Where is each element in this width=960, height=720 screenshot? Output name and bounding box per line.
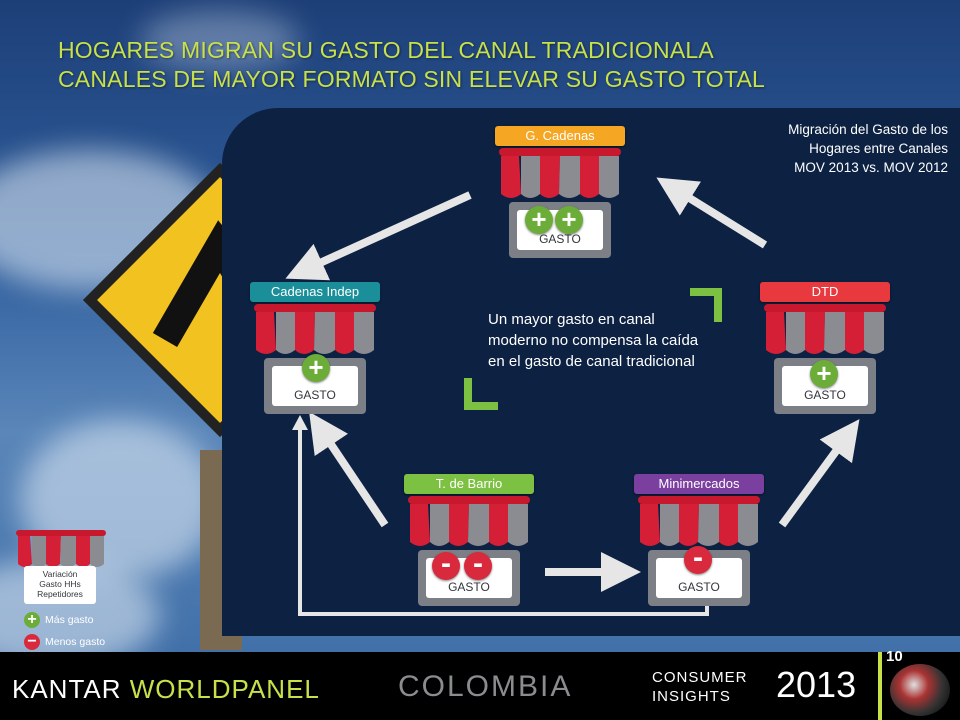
- arrow-mini-to-indep-loop: [298, 428, 709, 616]
- store-awning: [638, 496, 760, 546]
- store-label: DTD: [760, 282, 890, 302]
- plus-badge-icon: +: [302, 354, 330, 382]
- ci-line-1: CONSUMER: [652, 669, 748, 686]
- minus-badge-icon: -: [464, 549, 492, 580]
- year-label: 2013: [776, 664, 857, 705]
- legend-plate: Variación Gasto HHs Repetidores: [24, 566, 96, 604]
- legend-awning: [16, 530, 106, 567]
- callout-text: Un mayor gasto en canal moderno no compe…: [488, 311, 699, 370]
- brand-worldpanel: WORLDPANEL: [129, 674, 320, 704]
- legend: Variación Gasto HHs Repetidores + Más gas…: [10, 530, 120, 650]
- globe-icon: [890, 664, 950, 716]
- title-line-1: HOGARES MIGRAN SU GASTO DEL CANAL TRADIC…: [58, 37, 714, 63]
- store-awning: [254, 304, 376, 354]
- consumer-insights-label: CONSUMER INSIGHTS: [652, 668, 748, 706]
- chart-subtitle: Migración del Gasto de los Hogares entre…: [728, 120, 948, 177]
- plus-badge-icon: +: [525, 206, 553, 234]
- plus-badge-icon: +: [555, 206, 583, 234]
- store-0: G. Cadenas GASTO++: [495, 126, 625, 276]
- store-3: T. de Barrio GASTO--: [404, 474, 534, 624]
- store-label: G. Cadenas: [495, 126, 625, 146]
- store-awning: [499, 148, 621, 198]
- legend-plate-line-2: Gasto HHs: [39, 579, 81, 589]
- kantar-worldpanel-logo: KANTAR WORLDPANEL: [12, 674, 320, 705]
- store-1: Cadenas Indep GASTO+: [250, 282, 380, 432]
- footer-divider: [878, 652, 882, 720]
- subtitle-line-2: Hogares entre Canales: [809, 141, 948, 156]
- country-label: COLOMBIA: [398, 670, 573, 703]
- footer-bar: KANTAR WORLDPANEL COLOMBIA CONSUMER INSI…: [0, 652, 960, 720]
- legend-less: −Menos gasto: [24, 634, 105, 650]
- slide-title: HOGARES MIGRAN SU GASTO DEL CANAL TRADIC…: [58, 36, 918, 94]
- store-4: Minimercados GASTO-: [634, 474, 764, 624]
- legend-plate-line-3: Repetidores: [37, 589, 83, 599]
- arrow-barrio-to-indep: [309, 411, 389, 528]
- plus-badge-icon: +: [810, 360, 838, 388]
- minus-icon: −: [24, 634, 40, 650]
- page-number: 10: [886, 648, 903, 665]
- store-label: Minimercados: [634, 474, 764, 494]
- bracket-bottom-left: [464, 378, 498, 410]
- subtitle-line-3: MOV 2013 vs. MOV 2012: [794, 160, 948, 175]
- bracket-top-right: [690, 288, 722, 322]
- title-line-2: CANALES DE MAYOR FORMATO SIN ELEVAR SU G…: [58, 66, 765, 92]
- plus-icon: +: [24, 612, 40, 628]
- store-label: Cadenas Indep: [250, 282, 380, 302]
- minus-badge-icon: -: [432, 549, 460, 580]
- arrow-gcadenas-to-indep: [285, 191, 472, 281]
- arrow-mini-to-dtd: [778, 419, 860, 528]
- legend-less-label: Menos gasto: [45, 635, 106, 648]
- store-2: DTD GASTO+: [760, 282, 890, 432]
- subtitle-line-1: Migración del Gasto de los: [788, 122, 948, 137]
- minus-badge-icon: -: [684, 543, 712, 574]
- ci-line-2: INSIGHTS: [652, 688, 731, 705]
- brand-kantar: KANTAR: [12, 674, 130, 704]
- store-label: T. de Barrio: [404, 474, 534, 494]
- legend-more-label: Más gasto: [45, 613, 94, 626]
- store-awning: [408, 496, 530, 546]
- arrow-dtd-to-gcadenas: [656, 177, 768, 249]
- legend-more: + Más gasto: [24, 612, 93, 628]
- store-awning: [764, 304, 886, 354]
- legend-plate-line-1: Variación: [42, 569, 78, 579]
